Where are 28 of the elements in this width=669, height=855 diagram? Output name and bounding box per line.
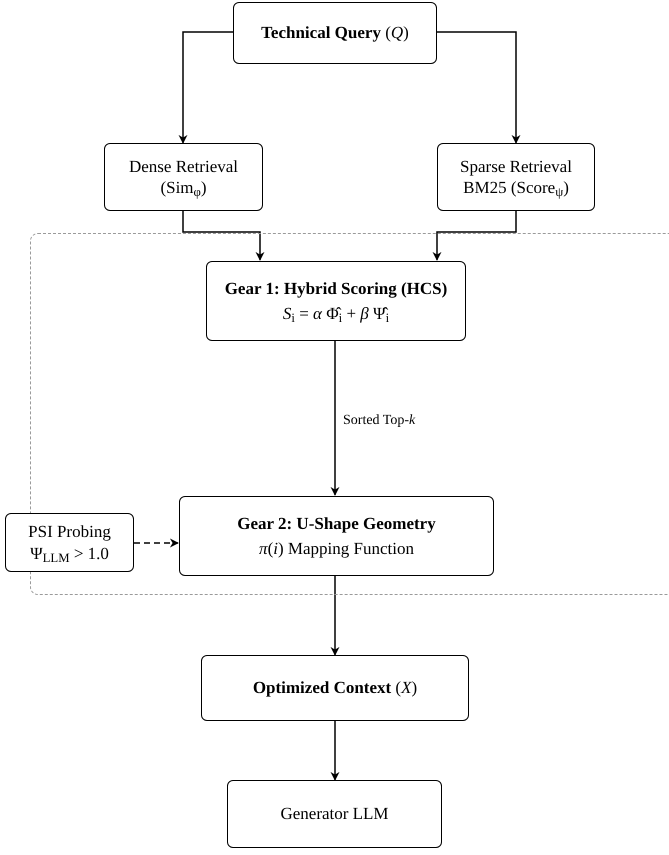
- process-box: [104, 143, 263, 211]
- process-box: [5, 513, 134, 572]
- box-text: PSI Probing Ψ$_{LLM}$ > 1.0: [27, 521, 112, 564]
- box-heading: Gear 1: Hybrid Scoring (HCS): [224, 278, 448, 299]
- process-box: [201, 655, 469, 721]
- box-text: Sparse Retrieval BM25 (Score$_{ψ}$): [459, 156, 573, 198]
- arrow: [330, 721, 340, 781]
- arrow: [330, 575, 340, 656]
- process-box: [206, 261, 466, 341]
- arrow: [330, 340, 340, 496]
- box-text: Generator LLM: [280, 803, 389, 825]
- arrow: [134, 538, 179, 548]
- process-box: [437, 143, 595, 211]
- process-box: [233, 2, 437, 64]
- arrow: [178, 31, 233, 144]
- dashed-region: [30, 233, 669, 595]
- box-text: Technical Query (Q): [261, 22, 409, 44]
- box-text: Dense Retrieval (Sim$_{φ}$): [128, 156, 240, 198]
- arrow: [432, 211, 517, 261]
- process-box: [227, 780, 442, 848]
- box-heading: Gear 2: U-Shape Geometry: [237, 512, 436, 534]
- process-box: [179, 496, 494, 576]
- box-text: π(i) Mapping Function: [259, 538, 414, 560]
- box-text: S$_{i}$ = α Φ̂$_{i}$ + β Ψ̂$_{i}$: [282, 303, 390, 324]
- edge-label: Sorted Top-k: [343, 412, 416, 430]
- arrow: [437, 31, 520, 144]
- arrow: [182, 211, 264, 261]
- box-text: Optimized Context (X): [252, 677, 418, 699]
